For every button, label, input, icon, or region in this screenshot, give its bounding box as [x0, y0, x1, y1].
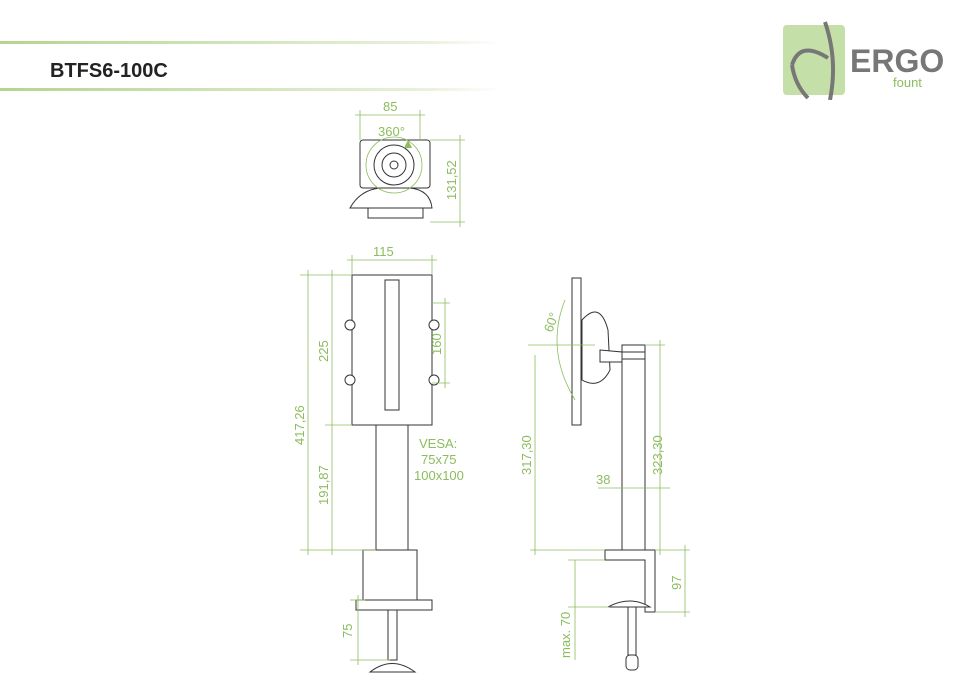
dim-height-right: 323,30 [650, 435, 665, 475]
dim-width: 115 [373, 244, 394, 259]
svg-text:ERGO: ERGO [850, 43, 944, 79]
dim-pole-height: 191,87 [316, 465, 331, 505]
dim-total-height: 417,26 [292, 405, 307, 445]
dim-head-height: 225 [316, 340, 331, 362]
top-view: 85 360° 131,52 [349, 99, 465, 227]
vesa-100: 100x100 [414, 468, 464, 483]
vesa-label: VESA: [419, 436, 457, 451]
vesa-75: 75x75 [421, 452, 456, 467]
svg-text:fount: fount [893, 75, 922, 90]
page-title: BTFS6-100C [50, 60, 168, 82]
dim-pole-diameter: 38 [596, 472, 610, 487]
front-view: 115 417,26 225 191,87 160 VESA: 75x75 10… [292, 244, 464, 673]
ergofount-logo: ERGO fount [783, 21, 944, 100]
header-top-line [0, 41, 500, 44]
dim-clamp-height: 97 [669, 576, 684, 590]
dim-max-thickness: max. 70 [558, 612, 573, 658]
dim-tilt: 60° [541, 310, 562, 334]
header-bottom-line [0, 88, 500, 91]
dim-clamp-height: 75 [340, 624, 355, 638]
side-view: 60° 317,30 38 323,30 97 max. 70 [519, 277, 690, 671]
dim-rotation: 360° [378, 124, 405, 139]
dim-width: 85 [383, 99, 397, 114]
dim-vesa-spacing: 160 [429, 333, 444, 355]
dim-height: 131,52 [444, 160, 459, 200]
dim-height-left: 317,30 [519, 435, 534, 475]
